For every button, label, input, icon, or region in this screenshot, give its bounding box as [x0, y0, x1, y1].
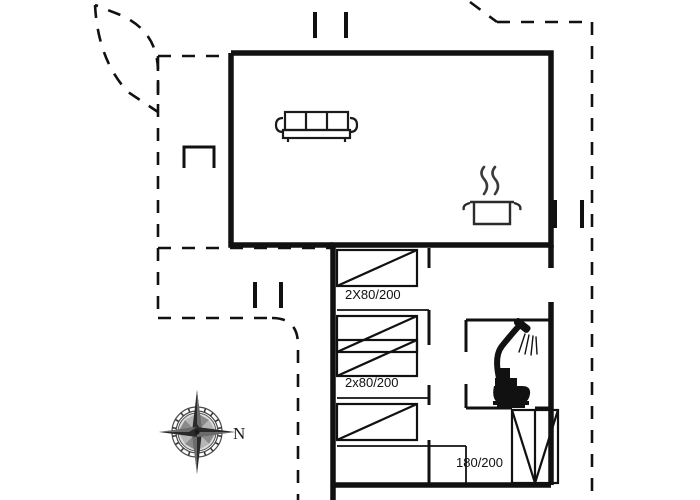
cooking-pot-icon — [462, 165, 522, 226]
bed-symbols — [335, 248, 419, 442]
bedroom-lower-label: 180/200 — [456, 455, 503, 470]
window-marks — [253, 12, 584, 308]
plot-boundary-dashed — [93, 0, 594, 500]
wall-living-left — [228, 53, 333, 248]
bedroom-middle-label: 2x80/200 — [345, 375, 399, 390]
compass-north-label: N — [233, 424, 245, 443]
patio-door-symbol — [510, 408, 560, 485]
boundary-terrace-corner — [271, 316, 300, 500]
sofa-icon — [274, 110, 359, 142]
shower-head-icon — [494, 317, 538, 381]
boundary-arc-left-lower — [93, 4, 159, 114]
bedroom-upper-label: 2X80/200 — [345, 287, 401, 302]
bed-lower — [335, 402, 419, 442]
compass-rose — [159, 390, 235, 474]
boundary-right-diagonal — [469, 0, 498, 24]
boundary-arc-top-left — [94, 3, 160, 95]
bed-middle-b — [335, 338, 419, 378]
bed-upper — [335, 248, 419, 288]
interior-walls — [427, 248, 551, 485]
toilet-icon — [493, 368, 531, 408]
bed-middle-a — [335, 314, 419, 354]
wall-niche — [182, 145, 216, 168]
room-separators — [337, 309, 467, 485]
